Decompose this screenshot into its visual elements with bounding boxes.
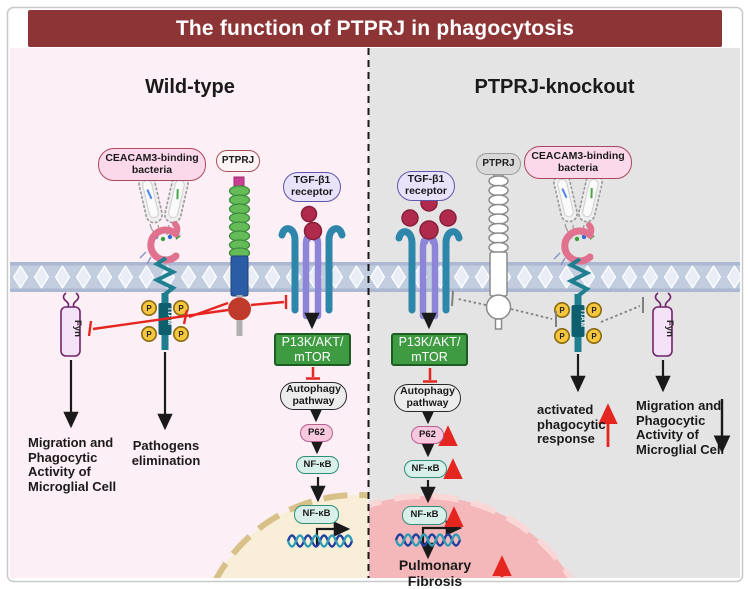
- bacteria-icon-right: [553, 173, 603, 242]
- autophagy-pathway-right: Autophagy pathway: [394, 384, 461, 412]
- arrows-right: [420, 312, 731, 560]
- pi3k-inhibits-autophagy-left: [306, 367, 320, 380]
- svg-text:P: P: [146, 304, 152, 313]
- pi3k-inhibits-autophagy-right: [423, 368, 437, 383]
- arrows-left: [63, 312, 351, 546]
- svg-text:ITAM: ITAM: [166, 308, 173, 325]
- left-panel-heading: Wild-type: [145, 76, 235, 98]
- dna-icon-right: [394, 533, 462, 547]
- outcome-migration-left: Migration and Phagocytic Activity of Mic…: [28, 435, 117, 494]
- svg-text:Fyn: Fyn: [664, 320, 675, 337]
- pi3k-akt-mtor-box-right: P13K/AKT/ mTOR: [391, 333, 468, 366]
- inactive-inhibition-lines: [451, 290, 644, 327]
- phospho-p-icons-right: P P P P: [553, 301, 602, 344]
- svg-text:P: P: [146, 330, 152, 339]
- ceacam3-bacteria-label-left: CEACAM3-binding bacteria: [98, 148, 206, 181]
- ptprj-label-right: PTPRJ: [476, 153, 521, 175]
- svg-text:P: P: [559, 332, 565, 341]
- nfkb-left: NF-κB: [296, 456, 339, 474]
- autophagy-pathway-left: Autophagy pathway: [280, 382, 347, 410]
- outcome-activated-phagocytic: activated phagocytic response: [537, 402, 606, 447]
- phospho-p-icons-left: P P P P: [141, 299, 190, 342]
- tgf-receptor-left: [278, 205, 346, 320]
- svg-text:P: P: [591, 332, 597, 341]
- outcome-migration-right: Migration and Phagocytic Activity of Mic…: [636, 398, 725, 457]
- ptprj-receptor-left: [228, 176, 251, 336]
- p62-right: P62: [411, 426, 444, 444]
- bacteria-icon-left: [138, 174, 189, 242]
- svg-text:P: P: [178, 330, 184, 339]
- svg-text:ITAM: ITAM: [579, 310, 586, 327]
- dna-icon-left: [286, 534, 354, 548]
- ceacam3-receptor-left: ITAM P P P P: [139, 221, 190, 350]
- right-panel-heading: PTPRJ-knockout: [474, 76, 635, 98]
- svg-text:P: P: [559, 306, 565, 315]
- nfkb-nucleus-right: NF-κB: [402, 506, 447, 525]
- ptprj-receptor-knockout: [485, 166, 512, 330]
- svg-text:P: P: [178, 304, 184, 313]
- tgf-receptor-label-left: TGF-β1 receptor: [283, 172, 341, 202]
- tgf-receptor-label-right: TGF-β1 receptor: [397, 171, 455, 201]
- p62-left: P62: [300, 424, 333, 442]
- increase-arrows: [438, 403, 618, 577]
- ceacam3-receptor-right: ITAM P P P P: [553, 222, 602, 352]
- fyn-protein-left: Fyn: [60, 292, 83, 357]
- outcome-pulmonary-fibrosis: Pulmonary Fibrosis: [398, 557, 472, 589]
- figure-title: The function of PTPRJ in phagocytosis: [28, 10, 722, 47]
- nfkb-right: NF-κB: [404, 460, 447, 478]
- figure-border: [6, 6, 744, 583]
- pi3k-akt-mtor-box-left: P13K/AKT/ mTOR: [274, 333, 351, 366]
- ceacam3-bacteria-label-right: CEACAM3-binding bacteria: [524, 146, 632, 179]
- outcome-pathogens-elimination: Pathogens elimination: [131, 438, 201, 468]
- cell-membrane: [10, 262, 740, 292]
- svg-text:P: P: [591, 306, 597, 315]
- fyn-protein-right: Fyn: [652, 292, 675, 357]
- ptprj-label-left: PTPRJ: [216, 150, 260, 172]
- inhibition-lines-left: [87, 295, 288, 337]
- nfkb-nucleus-left: NF-κB: [294, 505, 339, 524]
- svg-text:Fyn: Fyn: [72, 320, 83, 337]
